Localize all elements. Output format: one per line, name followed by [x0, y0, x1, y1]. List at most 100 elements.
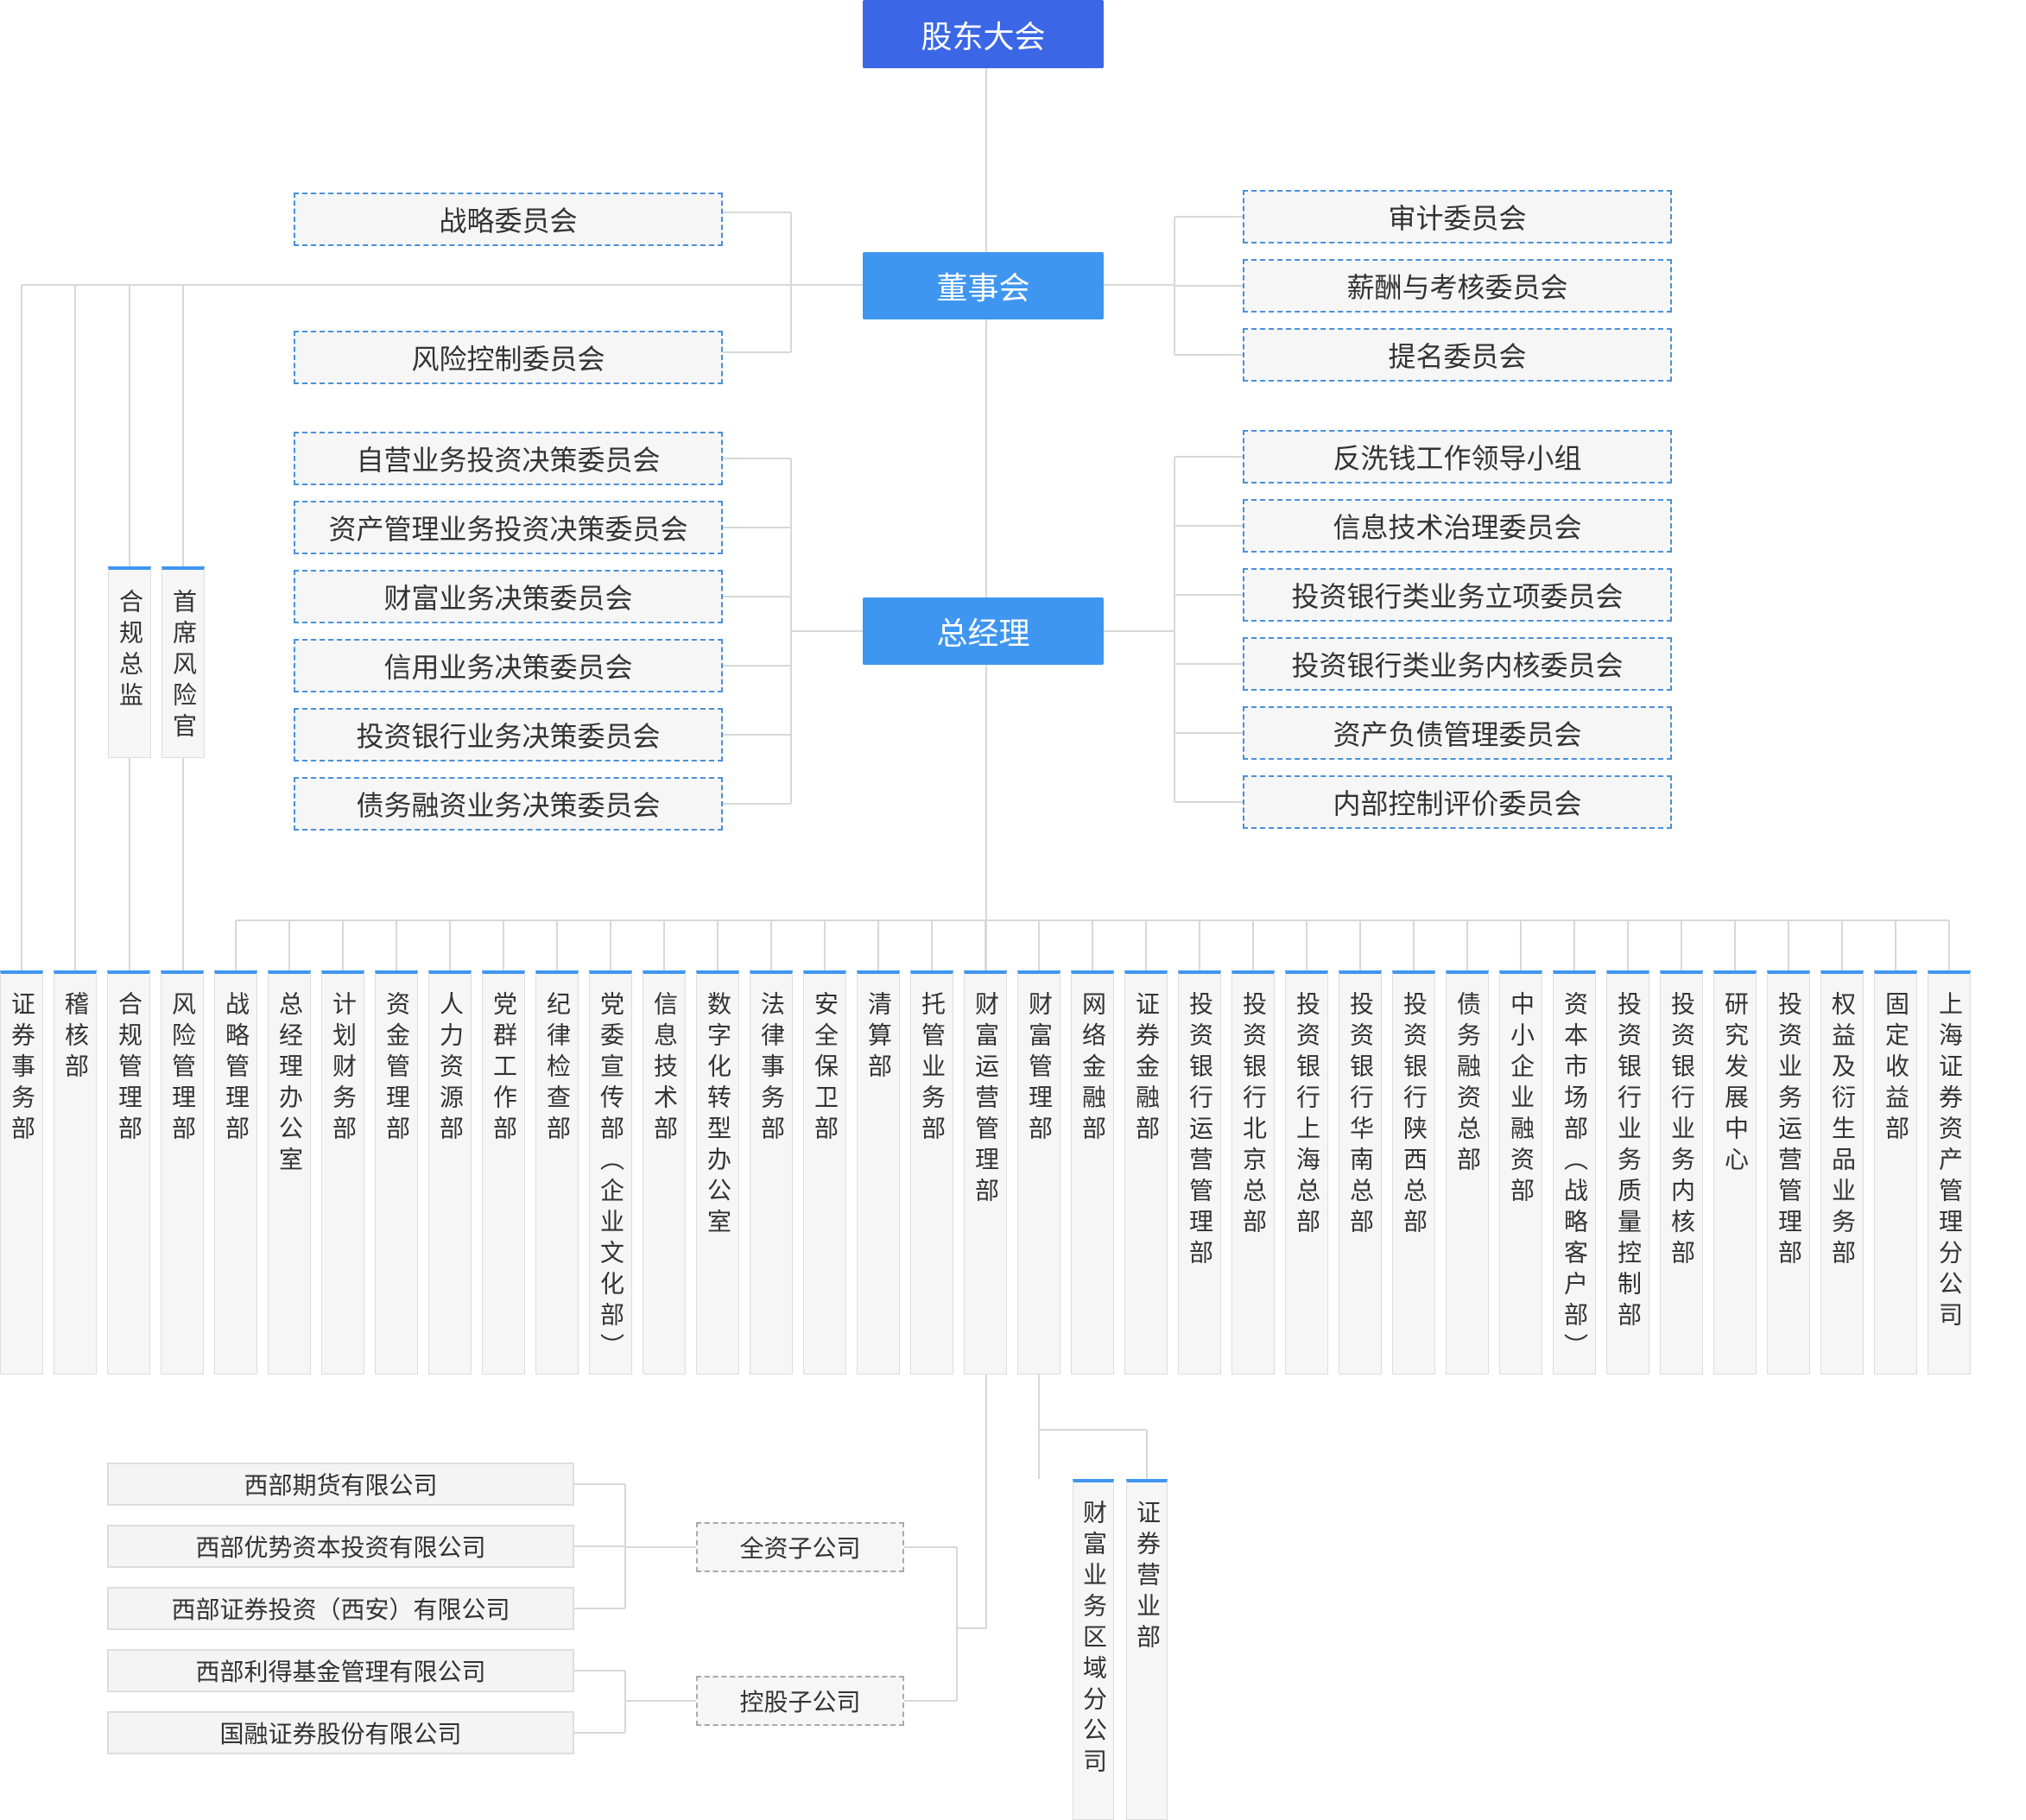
- holding-subsidiaries-group: 控股子公司: [696, 1676, 904, 1726]
- department-box: 安全保卫部: [803, 970, 846, 1374]
- gm-committee-left: 资产管理业务投资决策委员会: [294, 501, 723, 554]
- strategy-committee: 战略委员会: [294, 193, 723, 246]
- department-box: 投资银行北京总部: [1231, 970, 1275, 1374]
- department-label: 证券金融部: [1133, 991, 1160, 1147]
- gm-committee-right: 信息技术治理委员会: [1243, 499, 1672, 553]
- department-box: 中小企业融资部: [1499, 970, 1542, 1374]
- department-label: 投资银行业务内核部: [1668, 991, 1695, 1271]
- department-label: 资本市场部（战略客户部）: [1561, 991, 1588, 1364]
- securities-branch: 证券营业部: [1126, 1479, 1168, 1820]
- officer-label: 首席风险官: [170, 589, 197, 744]
- department-box: 投资银行运营管理部: [1178, 970, 1221, 1374]
- department-label: 权益及衍生品业务部: [1829, 991, 1856, 1271]
- department-label: 投资银行陕西总部: [1401, 991, 1428, 1240]
- department-label: 投资银行华南总部: [1347, 991, 1374, 1240]
- department-label: 上海证券资产管理分公司: [1936, 991, 1963, 1333]
- department-box: 投资银行华南总部: [1339, 970, 1382, 1374]
- department-label: 党委宣传部（企业文化部）: [598, 991, 624, 1364]
- department-box: 网络金融部: [1071, 970, 1114, 1374]
- department-box: 计划财务部: [321, 970, 364, 1374]
- department-label: 固定收益部: [1883, 991, 1909, 1147]
- branch-label: 财富业务区域分公司: [1080, 1500, 1107, 1779]
- department-box: 清算部: [857, 970, 900, 1374]
- gm-committee-left: 债务融资业务决策委员会: [294, 777, 723, 831]
- department-label: 财富管理部: [1026, 991, 1053, 1147]
- department-label: 财富运营管理部: [972, 991, 999, 1209]
- gm-committee-left: 投资银行业务决策委员会: [294, 708, 723, 761]
- department-box: 法律事务部: [750, 970, 793, 1374]
- gm-committee-right: 投资银行类业务立项委员会: [1243, 568, 1672, 622]
- department-box: 投资业务运营管理部: [1767, 970, 1810, 1374]
- chief-compliance-officer: 合规总监: [108, 566, 151, 758]
- shareholders-meeting-node: 股东大会: [863, 0, 1104, 68]
- department-box: 证券事务部: [0, 970, 43, 1374]
- department-label: 法律事务部: [758, 991, 785, 1147]
- department-box: 投资银行上海总部: [1285, 970, 1328, 1374]
- wholly-owned-subsidiaries-group: 全资子公司: [696, 1522, 904, 1572]
- department-box: 投资银行业务质量控制部: [1606, 970, 1649, 1374]
- department-box: 信息技术部: [643, 970, 686, 1374]
- department-label: 投资银行北京总部: [1240, 991, 1267, 1240]
- department-box: 总经理办公室: [268, 970, 311, 1374]
- general-manager-node: 总经理: [863, 597, 1104, 665]
- department-label: 信息技术部: [651, 991, 678, 1147]
- gm-committee-left: 自营业务投资决策委员会: [294, 432, 723, 485]
- department-box: 研究发展中心: [1713, 970, 1757, 1374]
- department-box: 合规管理部: [107, 970, 150, 1374]
- department-label: 人力资源部: [437, 991, 464, 1147]
- chief-risk-officer: 首席风险官: [161, 566, 205, 758]
- subsidiary-company: 西部利得基金管理有限公司: [107, 1649, 574, 1692]
- wealth-regional-branch: 财富业务区域分公司: [1073, 1479, 1114, 1820]
- department-label: 资金管理部: [383, 991, 410, 1147]
- department-box: 财富管理部: [1017, 970, 1060, 1374]
- department-label: 数字化转型办公室: [705, 991, 731, 1240]
- department-box: 投资银行陕西总部: [1392, 970, 1435, 1374]
- subsidiary-company: 西部优势资本投资有限公司: [107, 1525, 574, 1568]
- subsidiary-company: 国融证券股份有限公司: [107, 1711, 574, 1754]
- department-label: 投资银行业务质量控制部: [1615, 991, 1642, 1333]
- subsidiary-company: 西部证券投资（西安）有限公司: [107, 1587, 574, 1630]
- department-label: 投资银行上海总部: [1294, 991, 1320, 1240]
- department-box: 固定收益部: [1874, 970, 1917, 1374]
- branch-label: 证券营业部: [1134, 1500, 1161, 1655]
- nomination-committee: 提名委员会: [1243, 328, 1672, 382]
- gm-committee-right: 反洗钱工作领导小组: [1243, 430, 1672, 483]
- department-box: 党群工作部: [482, 970, 525, 1374]
- department-label: 债务融资总部: [1454, 991, 1481, 1178]
- department-box: 财富运营管理部: [964, 970, 1007, 1374]
- department-label: 投资银行运营管理部: [1187, 991, 1213, 1271]
- department-label: 总经理办公室: [276, 991, 303, 1178]
- board-of-directors-node: 董事会: [863, 252, 1104, 319]
- department-box: 风险管理部: [161, 970, 204, 1374]
- department-label: 研究发展中心: [1722, 991, 1749, 1178]
- department-box: 证券金融部: [1124, 970, 1168, 1374]
- department-label: 合规管理部: [116, 991, 142, 1147]
- gm-committee-right: 资产负债管理委员会: [1243, 706, 1672, 760]
- department-box: 债务融资总部: [1446, 970, 1489, 1374]
- department-box: 稽核部: [54, 970, 97, 1374]
- officer-label: 合规总监: [117, 589, 143, 713]
- department-label: 证券事务部: [9, 991, 35, 1147]
- department-label: 托管业务部: [919, 991, 946, 1147]
- department-box: 资本市场部（战略客户部）: [1553, 970, 1596, 1374]
- gm-committee-left: 信用业务决策委员会: [294, 639, 723, 692]
- department-box: 投资银行业务内核部: [1660, 970, 1703, 1374]
- department-box: 战略管理部: [214, 970, 257, 1374]
- department-label: 安全保卫部: [812, 991, 839, 1147]
- department-box: 上海证券资产管理分公司: [1928, 970, 1971, 1374]
- department-label: 风险管理部: [169, 991, 196, 1147]
- department-label: 中小企业融资部: [1508, 991, 1535, 1209]
- department-label: 战略管理部: [223, 991, 250, 1147]
- gm-committee-right: 投资银行类业务内核委员会: [1243, 637, 1672, 691]
- department-label: 计划财务部: [330, 991, 357, 1147]
- department-box: 权益及衍生品业务部: [1820, 970, 1864, 1374]
- department-label: 投资业务运营管理部: [1776, 991, 1802, 1271]
- gm-committee-right: 内部控制评价委员会: [1243, 775, 1672, 829]
- subsidiary-company: 西部期货有限公司: [107, 1463, 574, 1506]
- department-box: 纪律检查部: [535, 970, 579, 1374]
- remuneration-committee: 薪酬与考核委员会: [1243, 259, 1672, 313]
- department-label: 清算部: [865, 991, 892, 1084]
- risk-control-committee: 风险控制委员会: [294, 331, 723, 384]
- department-box: 党委宣传部（企业文化部）: [589, 970, 632, 1374]
- gm-committee-left: 财富业务决策委员会: [294, 570, 723, 623]
